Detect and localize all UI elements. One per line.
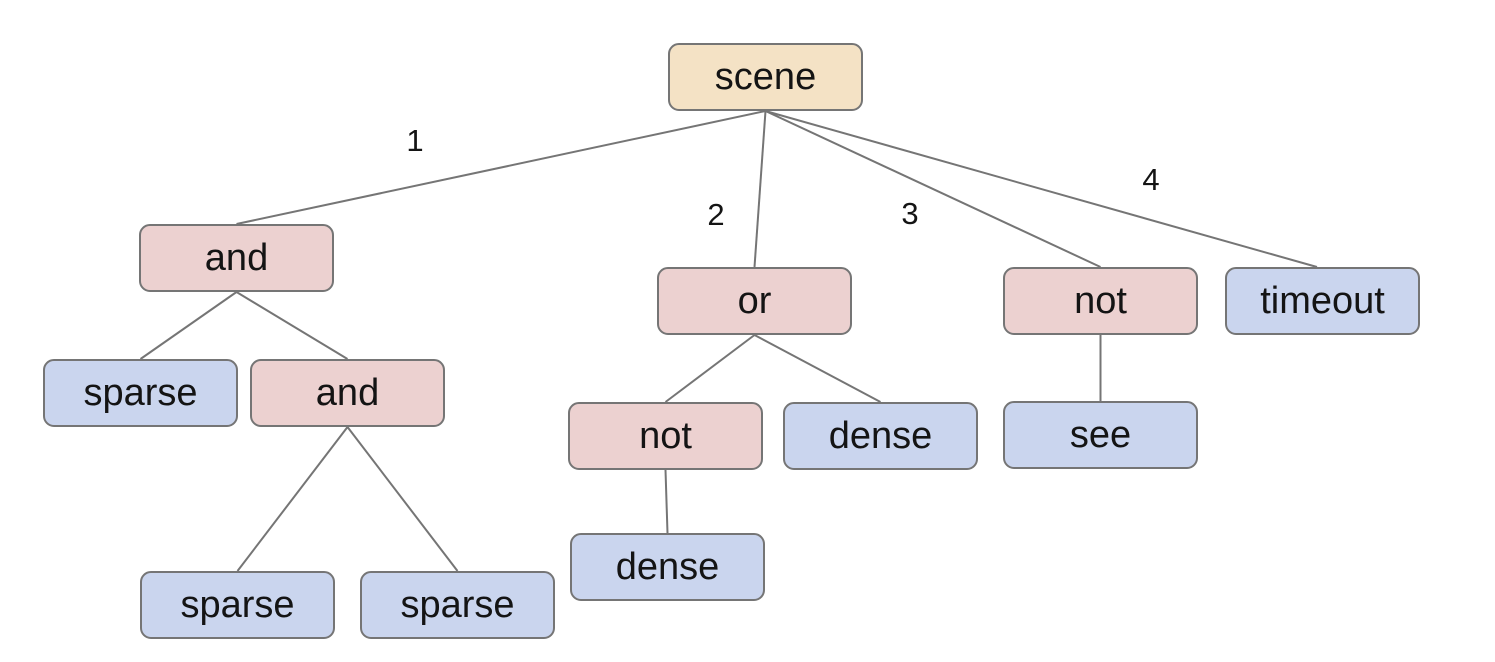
edge-label-3: 3: [901, 196, 919, 231]
tree-node-dense-1: dense: [783, 402, 978, 470]
node-label: sparse: [83, 372, 198, 414]
tree-node-dense-2: dense: [570, 533, 765, 601]
node-label: sparse: [180, 584, 295, 626]
node-label: dense: [615, 546, 720, 588]
node-label: and: [204, 237, 269, 279]
tree-node-see-1: see: [1003, 401, 1198, 469]
node-label: timeout: [1260, 280, 1385, 322]
tree-edge: [753, 110, 767, 268]
edge-label-2: 2: [707, 197, 725, 232]
tree-edge: [346, 426, 459, 572]
node-label: sparse: [400, 584, 515, 626]
node-label: see: [1069, 414, 1132, 456]
tree-node-sparse-1: sparse: [43, 359, 238, 427]
tree-node-timeout-1: timeout: [1225, 267, 1420, 335]
node-label: scene: [714, 56, 817, 98]
tree-node-not-1: not: [1003, 267, 1198, 335]
tree-edge: [236, 426, 349, 572]
tree-edge: [664, 469, 669, 534]
tree-edge: [235, 291, 349, 360]
node-label: not: [1074, 280, 1127, 322]
tree-edge: [664, 334, 756, 403]
tree-node-not-2: not: [568, 402, 763, 470]
tree-edge: [765, 110, 1318, 268]
tree-edge: [754, 334, 881, 403]
tree-edge: [139, 291, 238, 360]
tree-node-scene: scene: [668, 43, 863, 111]
tree-node-sparse-3: sparse: [360, 571, 555, 639]
tree-edge: [765, 110, 1101, 268]
edge-label-1: 1: [406, 123, 424, 158]
node-label: or: [737, 280, 772, 322]
tree-node-and-2: and: [250, 359, 445, 427]
tree-node-and-1: and: [139, 224, 334, 292]
node-label: dense: [828, 415, 933, 457]
node-label: not: [639, 415, 692, 457]
tree-edge: [236, 110, 766, 225]
node-label: and: [315, 372, 380, 414]
tree-node-sparse-2: sparse: [140, 571, 335, 639]
edge-label-4: 4: [1142, 162, 1160, 197]
tree-node-or-1: or: [657, 267, 852, 335]
